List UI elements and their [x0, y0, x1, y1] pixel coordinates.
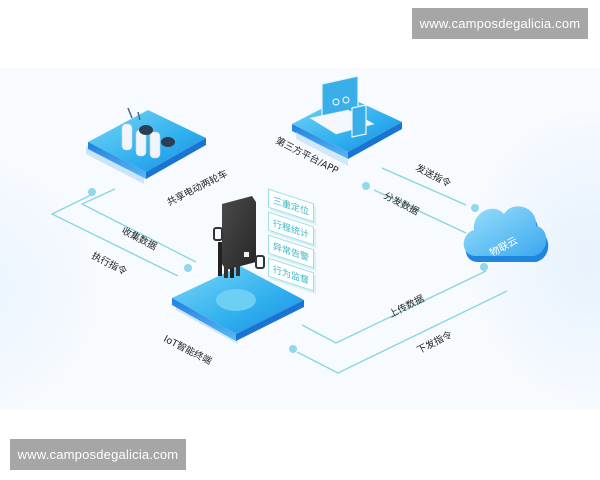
iot-terminal-platform	[172, 196, 304, 344]
gps-tracker-device-icon	[213, 196, 265, 278]
connector-dot	[88, 188, 96, 196]
third-party-platform	[292, 75, 402, 166]
connector-terminal-cloud	[296, 270, 508, 374]
laptop-phone-icon	[309, 75, 375, 138]
watermark-top: www.camposdegalicia.com	[412, 8, 588, 39]
bikes-platform	[86, 107, 206, 184]
watermark-bottom: www.camposdegalicia.com	[10, 439, 186, 470]
connector-dot	[480, 263, 488, 271]
connector-dot	[289, 345, 297, 353]
connector-bikes-terminal	[50, 188, 197, 277]
connector-dot	[362, 182, 370, 190]
cloud-icon	[463, 206, 549, 262]
connector-dot	[184, 264, 192, 272]
connector-platform-cloud	[373, 167, 467, 234]
shared-ebike-icon	[121, 107, 175, 159]
connector-dot	[471, 204, 479, 212]
